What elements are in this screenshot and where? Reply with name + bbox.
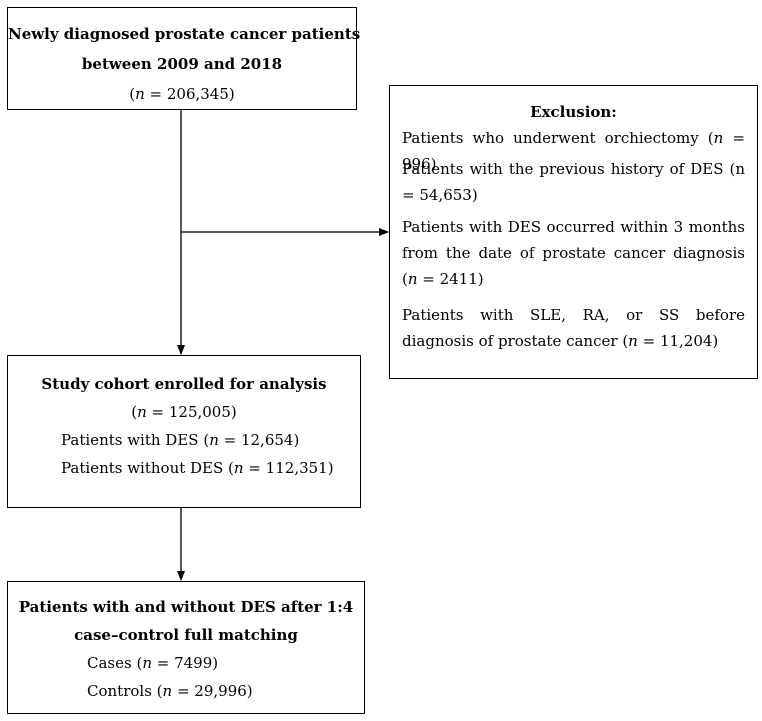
exclusion-item-text: Patients who underwent orchiectomy (: [402, 129, 714, 147]
exclusion-item-previous-des: Patients with the previous history of DE…: [402, 156, 745, 208]
source-title-line2: between 2009 and 2018: [81, 55, 283, 73]
cohort-count-symbol: n: [137, 403, 147, 421]
exclusion-item-symbol: n: [628, 332, 638, 350]
source-count-value: = 206,345): [144, 85, 235, 103]
exclusion-item-value: = 2411): [417, 270, 484, 288]
source-count-open: (: [129, 85, 136, 103]
exclusion-item-text: Patients with DES occurred within 3 mont…: [402, 218, 745, 288]
cohort-title: Study cohort enrolled for analysis: [41, 375, 327, 393]
matched-controls-text: Controls (: [87, 682, 163, 700]
matched-controls-value: = 29,996): [172, 682, 253, 700]
cohort-with-des-value: = 12,654): [218, 431, 300, 449]
exclusion-box: Exclusion: Patients who underwent orchie…: [389, 85, 758, 379]
source-count: (n = 206,345): [8, 85, 356, 103]
exclusion-item-value: = 996): [402, 129, 746, 173]
matched-cases-text: Cases (: [87, 654, 143, 672]
study-cohort-box: Study cohort enrolled for analysis (n = …: [7, 355, 361, 508]
cohort-with-des-text: Patients with DES (: [61, 431, 210, 449]
exclusion-item-symbol: n: [713, 129, 724, 147]
cohort-without-des-symbol: n: [233, 459, 244, 477]
matched-cohort-box: Patients with and without DES after 1:4 …: [7, 581, 365, 714]
cohort-count: (n = 125,005): [8, 403, 360, 421]
cohort-without-des-text: Patients without DES (: [61, 459, 234, 477]
cohort-count-value: = 125,005): [146, 403, 237, 421]
exclusion-item-text: Patients with the previous history of DE…: [402, 160, 745, 204]
matched-controls-symbol: n: [162, 682, 173, 700]
exclusion-item-des-within-3-months: Patients with DES occurred within 3 mont…: [402, 214, 745, 292]
matched-cases: Cases (n = 7499): [87, 654, 218, 672]
exclusion-item-autoimmune: Patients with SLE, RA, or SS before diag…: [402, 302, 745, 354]
cohort-with-des-symbol: n: [209, 431, 219, 449]
exclusion-item-text: Patients with SLE, RA, or SS before diag…: [402, 306, 745, 350]
source-count-symbol: n: [135, 85, 145, 103]
exclusion-title: Exclusion:: [530, 103, 617, 121]
exclusion-item-value: = 11,204): [637, 332, 719, 350]
cohort-with-des: Patients with DES (n = 12,654): [61, 431, 299, 449]
cohort-without-des-value: = 112,351): [243, 459, 334, 477]
cohort-without-des: Patients without DES (n = 112,351): [61, 459, 334, 477]
matched-controls: Controls (n = 29,996): [87, 682, 253, 700]
matched-title-line1: Patients with and without DES after 1:4: [18, 598, 354, 616]
cohort-count-open: (: [131, 403, 138, 421]
exclusion-item-symbol: n: [407, 270, 418, 288]
matched-cases-value: = 7499): [151, 654, 219, 672]
source-population-box: Newly diagnosed prostate cancer patients…: [7, 7, 361, 110]
matched-title-line2: case–control full matching: [74, 626, 298, 644]
exclusion-item-orchiectomy: Patients who underwent orchiectomy (n = …: [402, 125, 745, 177]
matched-cases-symbol: n: [142, 654, 152, 672]
source-title-line1: Newly diagnosed prostate cancer patients: [8, 25, 361, 43]
